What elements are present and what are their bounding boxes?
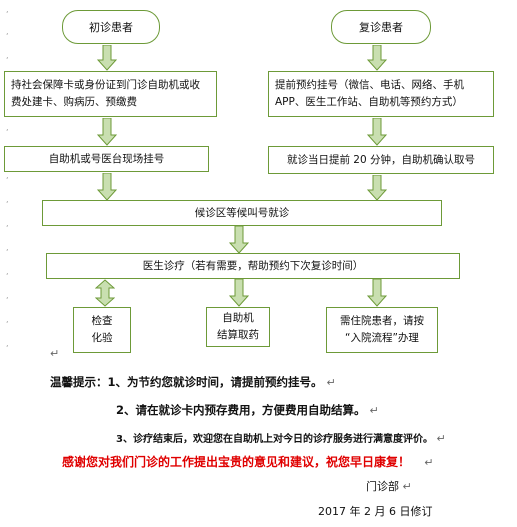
first-visit-start-node: 初诊患者 [62,10,160,44]
appointment-text: 提前预约挂号（微信、电话、网络、手机APP、医生工作站、自助机等预约方式） [275,79,464,108]
self-pay-outcome: 自助机 结算取药 [206,307,270,347]
return-mark-icon: ↵ [369,404,379,417]
notice-line-2: 2、请在就诊卡内预存费用，方便费用自助结算。 ↵ [116,402,379,418]
department-signature: 门诊部 ↵ [366,478,412,494]
waiting-text: 候诊区等候叫号就诊 [194,206,290,219]
revision-date-text: 2017 年 2 月 6 日修订 [318,505,433,518]
confirm-number-step: 就诊当日提前 20 分钟，自助机确认取号 [268,146,494,174]
return-mark-icon: ↵ [402,480,412,493]
consultation-text: 医生诊疗（若有需要，帮助预约下次复诊时间） [142,259,364,272]
card-registration-step: 持社会保障卡或身份证到门诊自助机或收费处建卡、购病历、预缴费 [4,71,217,117]
return-mark-icon: ↵ [436,432,446,445]
card-registration-text: 持社会保障卡或身份证到门诊自助机或收费处建卡、购病历、预缴费 [11,79,200,108]
notice-item-1: 1、为节约您就诊时间，请提前预约挂号。 [107,375,323,389]
onsite-registration-step: 自助机或号医台现场挂号 [4,146,209,172]
waiting-step: 候诊区等候叫号就诊 [42,200,442,226]
notice-line-3: 3、诊疗结束后，欢迎您在自助机上对今日的诊疗服务进行满意度评价。 ↵ [116,430,446,445]
thanks-text: 感谢您对我们门诊的工作提出宝贵的意见和建议，祝您早日康复！ [62,455,411,469]
thanks-line: 感谢您对我们门诊的工作提出宝贵的意见和建议，祝您早日康复！ ↵ [62,453,433,470]
down-arrow-icon [229,279,249,307]
down-arrow-icon [97,118,117,146]
notice-item-2: 2、请在就诊卡内预存费用，方便费用自助结算。 [116,403,366,417]
down-arrow-icon [367,118,387,146]
onsite-registration-text: 自助机或号医台现场挂号 [48,152,165,165]
return-visit-start-node: 复诊患者 [331,10,431,44]
admission-outcome: 需住院患者，请按 “入院流程”办理 [326,307,438,353]
notice-line-1: 温馨提示：1、为节约您就诊时间，请提前预约挂号。 ↵ [50,374,336,390]
return-mark-icon: ↵ [326,376,336,389]
down-arrow-icon [367,45,387,71]
notice-label: 温馨提示： [50,375,108,389]
notice-item-3: 3、诊疗结束后，欢迎您在自助机上对今日的诊疗服务进行满意度评价。 [116,434,433,445]
exam-outcome-text: 检查 化验 [91,315,113,344]
exam-outcome: 检查 化验 [73,307,131,353]
return-visit-label: 复诊患者 [359,20,403,34]
appointment-step: 提前预约挂号（微信、电话、网络、手机APP、医生工作站、自助机等预约方式） [268,71,494,117]
down-arrow-icon [367,279,387,307]
down-arrow-icon [97,45,117,71]
up-down-arrow-icon [95,279,115,307]
consultation-step: 医生诊疗（若有需要，帮助预约下次复诊时间） [46,253,460,279]
first-visit-label: 初诊患者 [89,20,133,34]
down-arrow-icon [367,175,387,201]
revision-date: 2017 年 2 月 6 日修订 [318,503,432,519]
department-text: 门诊部 [366,480,399,493]
admission-outcome-text: 需住院患者，请按 “入院流程”办理 [340,315,424,344]
down-arrow-icon [97,173,117,201]
return-mark-icon: ↵ [424,456,434,469]
return-mark-icon: ↵ [50,347,60,360]
confirm-number-text: 就诊当日提前 20 分钟，自助机确认取号 [286,153,476,166]
down-arrow-icon [229,226,249,254]
self-pay-outcome-text: 自助机 结算取药 [217,312,259,341]
